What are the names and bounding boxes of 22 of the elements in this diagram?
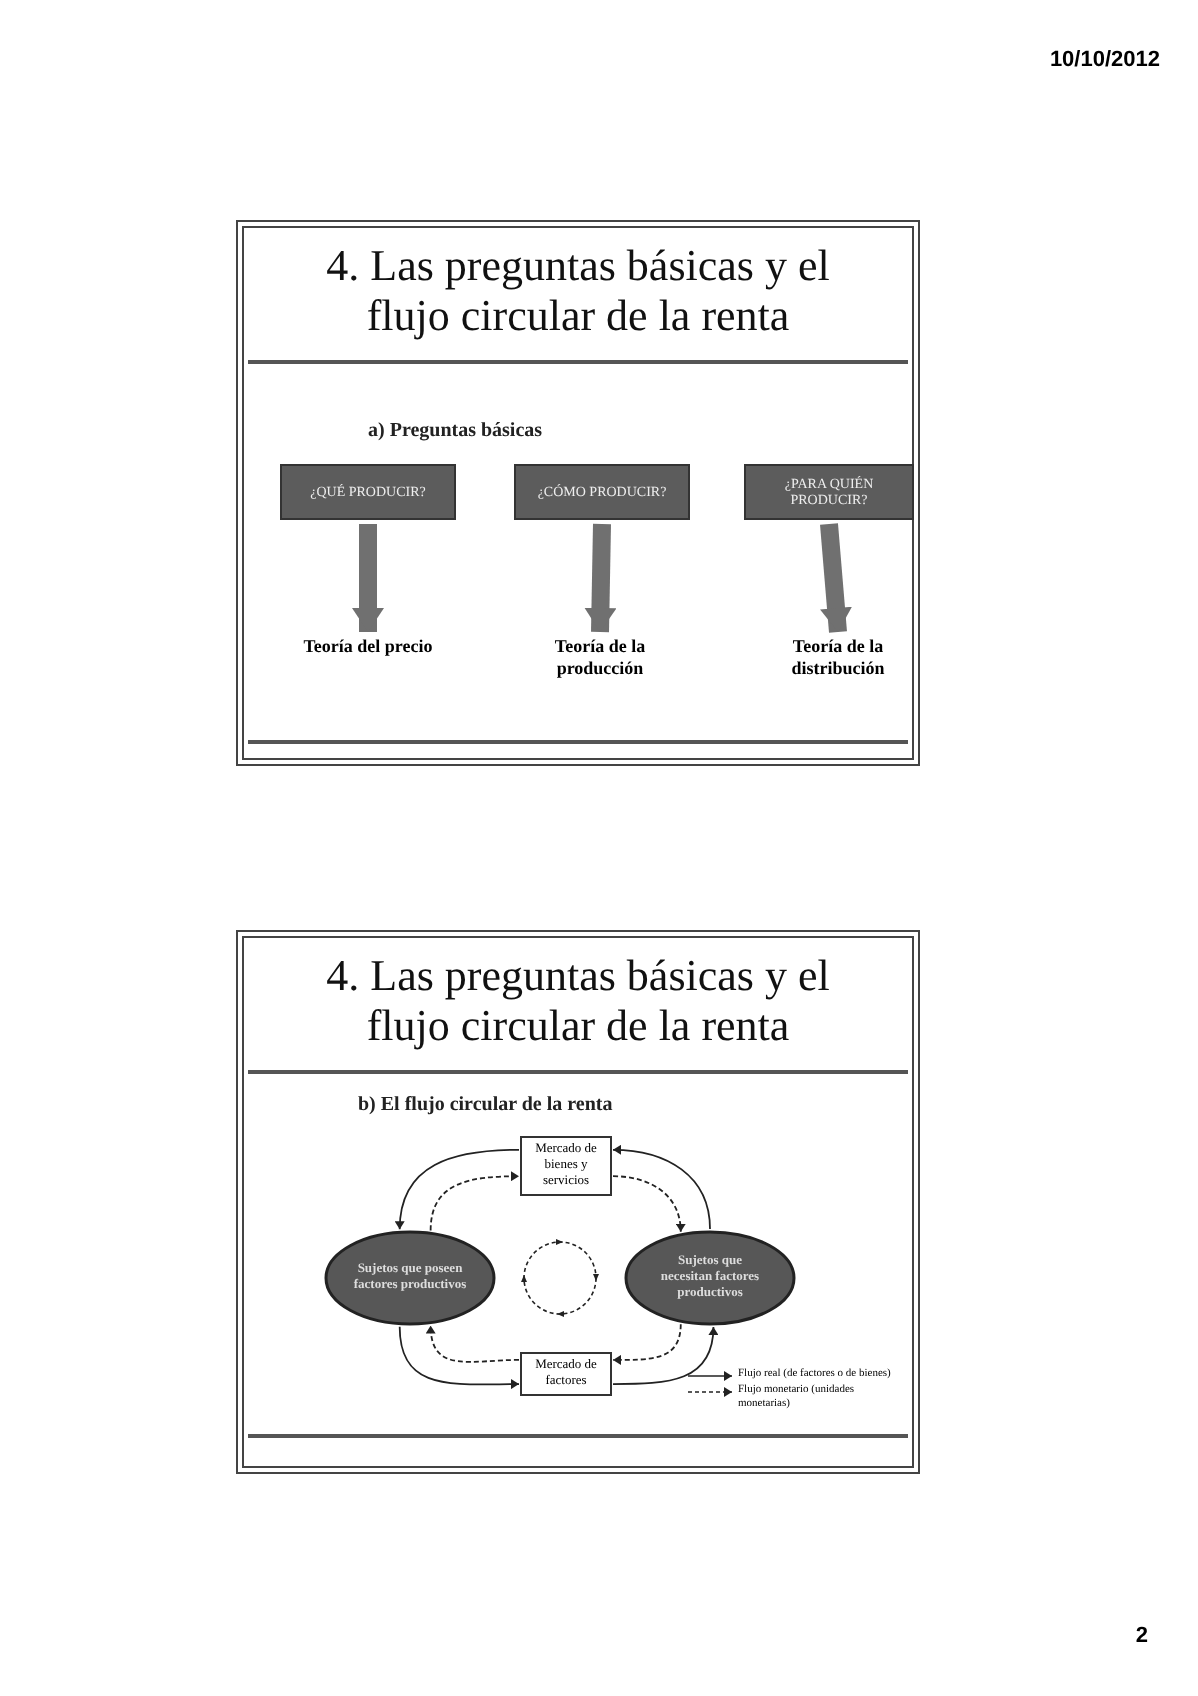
slide-title: 4. Las preguntas básicas y el flujo circular de la renta (324, 950, 832, 1050)
block-arrow (352, 524, 384, 632)
block-arrow (820, 523, 852, 633)
arrow (398, 1325, 520, 1390)
arrow (612, 1323, 682, 1365)
page-number: 2 (1133, 1624, 1148, 1648)
arrow (429, 1171, 520, 1232)
section-heading: b) El flujo circular de la renta (358, 1094, 613, 1116)
slide-title: 4. Las preguntas básicas y el flujo circular de la renta (324, 240, 832, 340)
theory-label: Teoría de la producción (516, 636, 684, 688)
date-text: 10/10/2012 (1047, 48, 1160, 72)
slide-frame (236, 930, 920, 1474)
theory-label: Teoría de la distribución (748, 636, 928, 688)
slide-frame (236, 220, 920, 766)
arrow (612, 1326, 718, 1385)
arrow (612, 1145, 711, 1230)
arrow (612, 1175, 686, 1233)
block-arrow (584, 523, 617, 633)
arrow (426, 1324, 520, 1363)
arrow (395, 1148, 520, 1231)
theory-label: Teoría del precio (272, 636, 464, 664)
section-heading: a) Preguntas básicas (368, 420, 543, 442)
